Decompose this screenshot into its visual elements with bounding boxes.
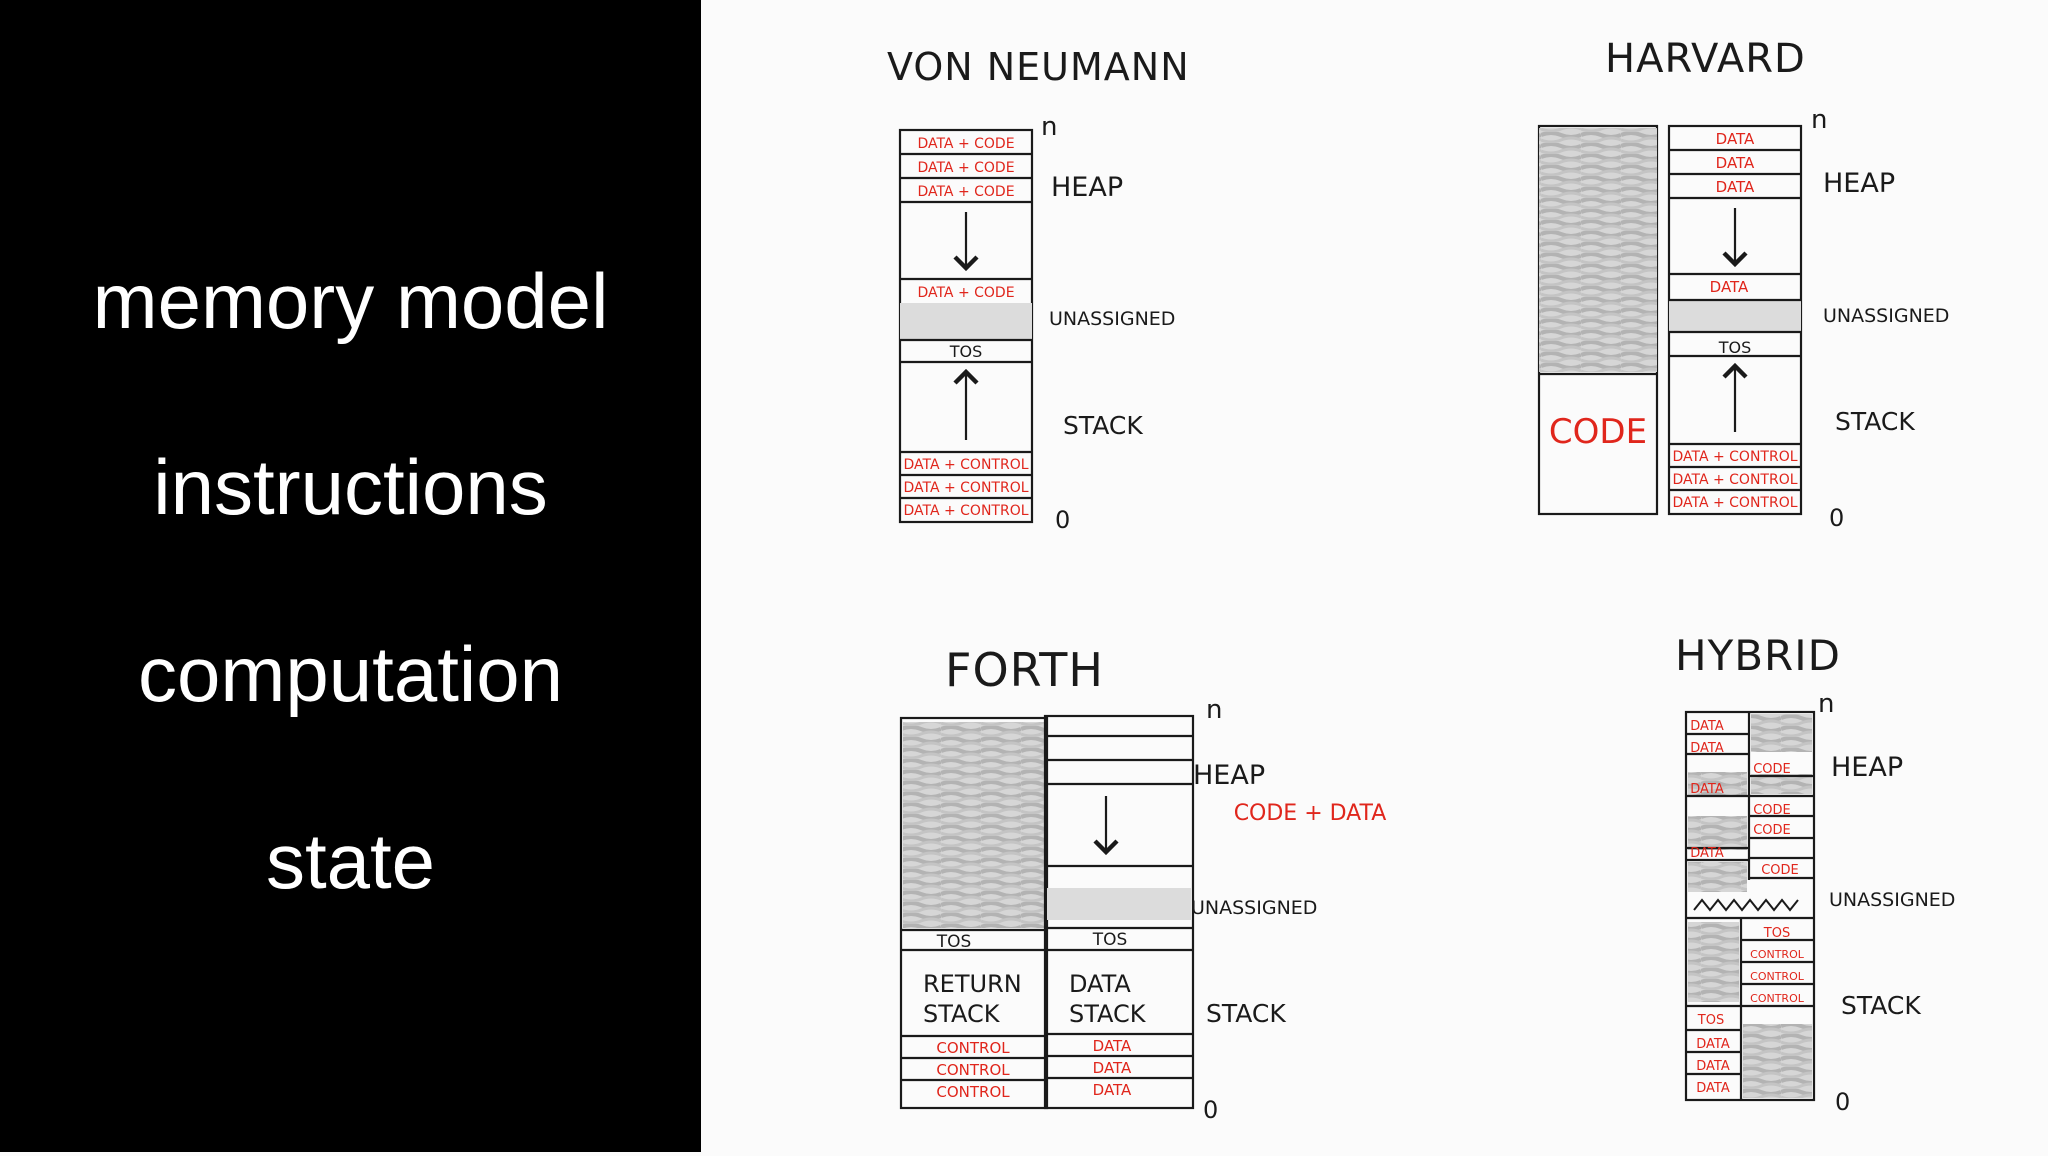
heap-cell: DATA + CODE [917,184,1014,200]
forth-unassigned-band [1047,888,1191,920]
return-stack-used-scribble [903,722,1045,928]
stack-label: STACK [1841,991,1921,1020]
harvard-diagram: HARVARD CODE DATA DATA DATA DATA [1537,36,1949,532]
heap-label: HEAP [1051,172,1123,203]
hybrid-title: HYBRID [1675,631,1841,680]
code-label: CODE [1549,412,1647,452]
heap-cell: DATA + CODE [917,136,1014,152]
return-stack-tos-label: TOS [936,932,972,952]
address-top-label: n [1811,105,1827,135]
stack-control-cell: CONTROL [1750,970,1805,983]
unassigned-label: UNASSIGNED [1823,305,1949,327]
hybrid-diagram: HYBRID [1675,631,1955,1116]
stack-cell: DATA + CONTROL [903,503,1028,519]
harvard-title: HARVARD [1605,36,1806,82]
topic-memory-model: memory model [92,257,609,345]
stack-data-cell: DATA [1696,1081,1730,1096]
stack-cell: DATA + CONTROL [903,457,1028,473]
address-bottom-label: 0 [1829,504,1844,532]
heap-contents-note: CODE + DATA [1234,801,1387,826]
heap-edge-cell: DATA + CODE [917,285,1014,301]
topic-instructions: instructions [153,443,548,531]
von-neumann-diagram: VON NEUMANN DATA + CODE DATA + CODE DATA… [887,45,1190,534]
heap-label: HEAP [1193,760,1265,791]
von-neumann-unassigned-band [900,303,1032,340]
stack-label: STACK [1063,411,1143,440]
heap-code-cell: CODE [1753,803,1791,818]
unassigned-squiggle [1693,898,1799,912]
heap-code-cell: CODE [1761,863,1799,878]
heap-cell: DATA [1716,130,1755,148]
heap-cell: DATA [1716,154,1755,172]
stack-cell: DATA + CONTROL [1672,472,1797,488]
data-stack-cell: DATA [1093,1081,1132,1099]
heap-data-cell: DATA [1690,782,1724,797]
top-of-stack-label: TOS [949,342,983,361]
address-bottom-label: 0 [1055,506,1070,534]
topic-sidebar: memory model instructions computation st… [0,0,701,1152]
unassigned-label: UNASSIGNED [1829,889,1955,911]
unassigned-label: UNASSIGNED [1191,897,1317,919]
stack-data-cell: DATA [1696,1059,1730,1074]
forth-diagram: FORTH TOS TOS RETURN STAC [899,643,1387,1124]
heap-edge-cell: DATA [1710,278,1749,296]
stack-cell: DATA + CONTROL [1672,449,1797,465]
diagram-canvas: VON NEUMANN DATA + CODE DATA + CODE DATA… [701,0,2048,1152]
data-stack-label: STACK [1069,1000,1147,1028]
return-stack-cell: CONTROL [936,1061,1010,1079]
return-stack-label: STACK [923,1000,1001,1028]
data-stack-cell: DATA [1093,1059,1132,1077]
stack-data-cell: TOS [1697,1013,1724,1028]
data-stack-tos-label: TOS [1092,930,1128,950]
heap-label: HEAP [1831,752,1903,783]
harvard-unassigned-band [1669,300,1801,332]
address-bottom-label: 0 [1203,1096,1218,1124]
unassigned-label: UNASSIGNED [1049,308,1175,330]
stack-cell: DATA + CONTROL [1672,495,1797,511]
topic-state: state [265,817,436,905]
stack-label: STACK [1206,999,1286,1028]
heap-code-cell: CODE [1753,823,1791,838]
heap-label: HEAP [1823,168,1895,199]
address-top-label: n [1818,689,1834,719]
forth-title: FORTH [945,643,1104,697]
heap-data-cell: DATA [1690,846,1724,861]
von-neumann-title: VON NEUMANN [887,45,1190,89]
stack-control-cell: CONTROL [1750,948,1805,961]
data-stack-label: DATA [1069,970,1131,998]
heap-data-cell: DATA [1690,741,1724,756]
address-top-label: n [1041,112,1057,142]
topic-computation: computation [138,630,563,718]
data-stack-cell: DATA [1093,1037,1132,1055]
stack-control-cell: CONTROL [1750,992,1805,1005]
stack-label: STACK [1835,407,1915,436]
heap-cell: DATA + CODE [917,160,1014,176]
stack-cell: DATA + CONTROL [903,480,1028,496]
data-stack-column [1043,714,1195,1110]
heap-cell: DATA [1716,178,1755,196]
address-top-label: n [1206,695,1222,725]
stack-data-cell: DATA [1696,1037,1730,1052]
stack-control-cell: TOS [1763,926,1790,941]
return-stack-cell: CONTROL [936,1039,1010,1057]
top-of-stack-label: TOS [1718,338,1752,357]
heap-data-cell: DATA [1690,719,1724,734]
heap-code-cell: CODE [1753,762,1791,777]
return-stack-label: RETURN [923,970,1022,998]
code-used-scribble [1539,128,1657,372]
address-bottom-label: 0 [1835,1088,1850,1116]
return-stack-cell: CONTROL [936,1083,1010,1101]
